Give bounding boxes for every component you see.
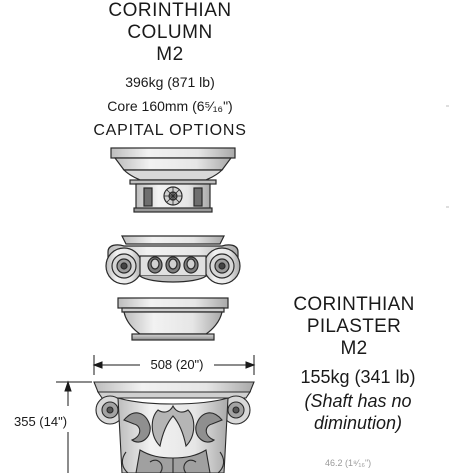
pilaster-note: (Shaft has no diminution)	[304, 391, 412, 433]
capital-doric-icon	[110, 147, 236, 213]
height-dimension-label: 355 (14")	[14, 414, 68, 430]
capital-options-label: CAPITAL OPTIONS	[93, 122, 247, 139]
capital-tuscan-icon	[117, 297, 229, 341]
column-title-line2: COLUMN	[127, 22, 213, 43]
partial-dimension-label: 46.2 (1⁸⁄₁₆")	[325, 458, 372, 468]
column-title: CORINTHIAN COLUMN M2	[60, 0, 280, 66]
column-title-line3: M2	[156, 44, 184, 65]
column-title-line1: CORINTHIAN	[108, 0, 232, 21]
height-dimension	[56, 380, 92, 473]
pilaster-title-line1: CORINTHIAN	[293, 294, 415, 315]
capital-corinthian-icon	[93, 381, 255, 473]
pilaster-title: CORINTHIAN PILASTER M2	[284, 294, 424, 360]
pilaster-weight: 155kg (341 lb)	[300, 367, 416, 387]
pilaster-title-line3: M2	[340, 338, 368, 359]
capital-ionic-icon	[105, 235, 241, 285]
pilaster-title-line2: PILASTER	[306, 316, 402, 337]
width-dimension-label: 508 (20")	[140, 357, 214, 373]
column-weight: 396kg (871 lb)	[125, 74, 215, 90]
column-core: Core 160mm (6⁵⁄₁₆")	[107, 98, 233, 114]
